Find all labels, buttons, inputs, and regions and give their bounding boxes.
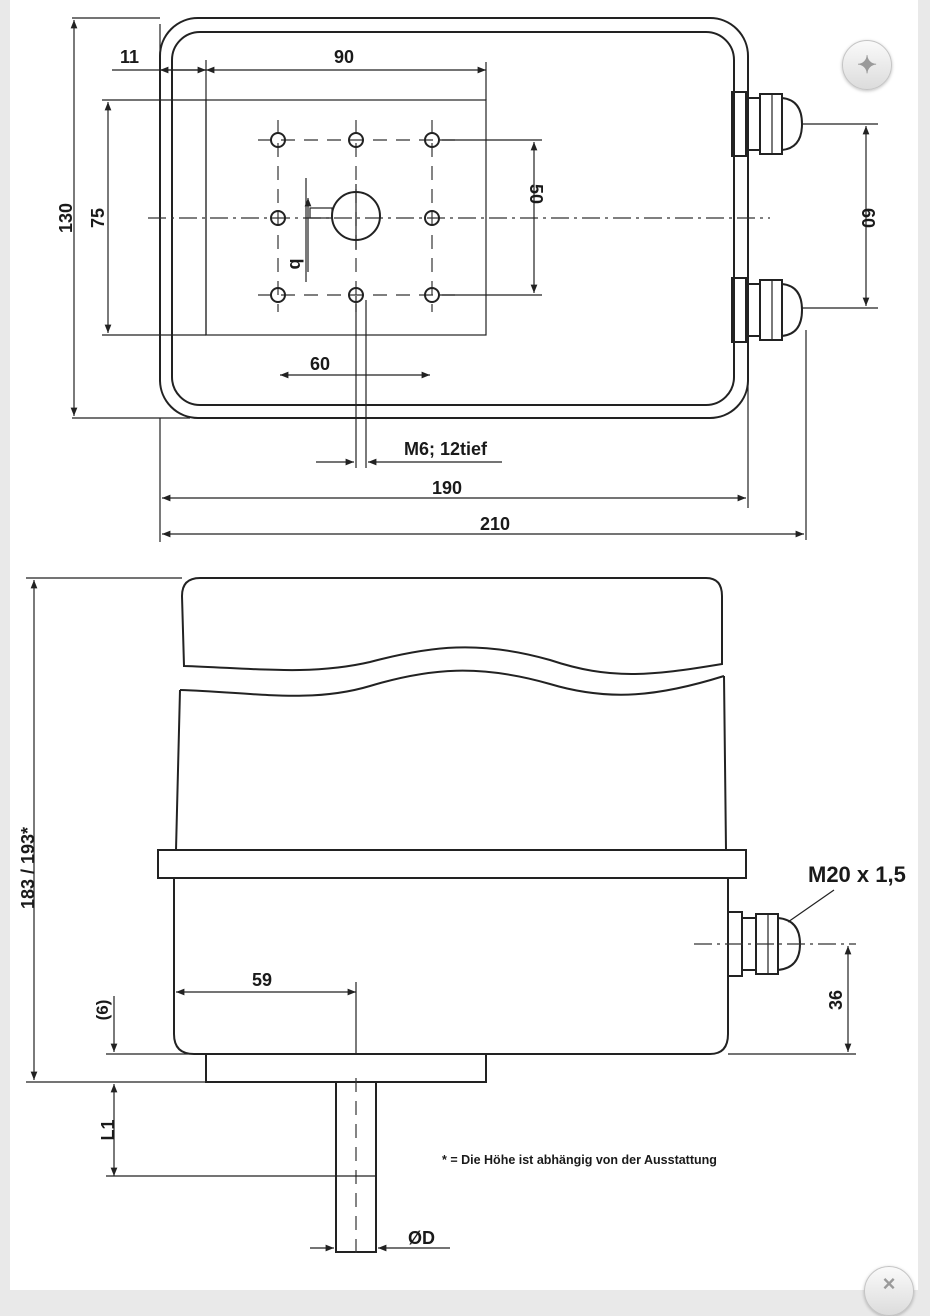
technical-drawing: 11 90 130 75 50 60 60 b M6; 12tief 190 2… xyxy=(18,17,906,1254)
dim-m6-thread: M6; 12tief xyxy=(404,439,488,459)
bolt-hole xyxy=(270,287,286,303)
dim-75: 75 xyxy=(88,208,108,228)
dim-b: b xyxy=(286,259,306,270)
close-button[interactable]: × xyxy=(864,1266,914,1316)
expand-icon: ✦ xyxy=(856,52,878,79)
height-footnote: * = Die Höhe ist abhängig von der Aussta… xyxy=(442,1153,717,1167)
cable-gland-lower xyxy=(731,277,804,343)
dim-36: 36 xyxy=(826,990,846,1010)
bolt-hole xyxy=(348,132,364,148)
cable-gland-upper xyxy=(731,91,804,157)
bolt-hole xyxy=(270,132,286,148)
dim-50: 50 xyxy=(526,184,546,204)
drawing-sheet: 11 90 130 75 50 60 60 b M6; 12tief 190 2… xyxy=(10,0,918,1316)
top-view: 11 90 130 75 50 60 60 b M6; 12tief 190 2… xyxy=(56,17,878,542)
bolt-hole xyxy=(424,287,440,303)
dim-6: (6) xyxy=(93,1000,112,1021)
housing-body xyxy=(175,675,727,851)
dim-90: 90 xyxy=(334,47,354,67)
dim-190: 190 xyxy=(432,478,462,498)
side-view: 183 / 193* (6) L1 59 36 M20 x 1,5 ØD * =… xyxy=(18,577,906,1254)
mounting-plate xyxy=(205,1053,487,1083)
housing-flange-band xyxy=(157,849,747,879)
bolt-hole xyxy=(424,132,440,148)
dim-59: 59 xyxy=(252,970,272,990)
shaft-diameter-label: ØD xyxy=(408,1228,435,1248)
thread-m20-label: M20 x 1,5 xyxy=(808,862,906,887)
expand-button[interactable]: ✦ xyxy=(842,40,892,90)
dim-210: 210 xyxy=(480,514,510,534)
bolt-hole xyxy=(424,210,440,226)
dim-11: 11 xyxy=(120,47,139,67)
housing-cover xyxy=(180,577,723,675)
close-icon: × xyxy=(882,1271,896,1296)
dim-height: 183 / 193* xyxy=(18,827,38,909)
dim-l1: L1 xyxy=(98,1119,118,1140)
dim-60-glands: 60 xyxy=(858,208,878,228)
dim-130: 130 xyxy=(56,203,76,233)
shaft-key xyxy=(309,207,333,219)
bolt-hole xyxy=(270,210,286,226)
dim-60-holes: 60 xyxy=(310,354,330,374)
